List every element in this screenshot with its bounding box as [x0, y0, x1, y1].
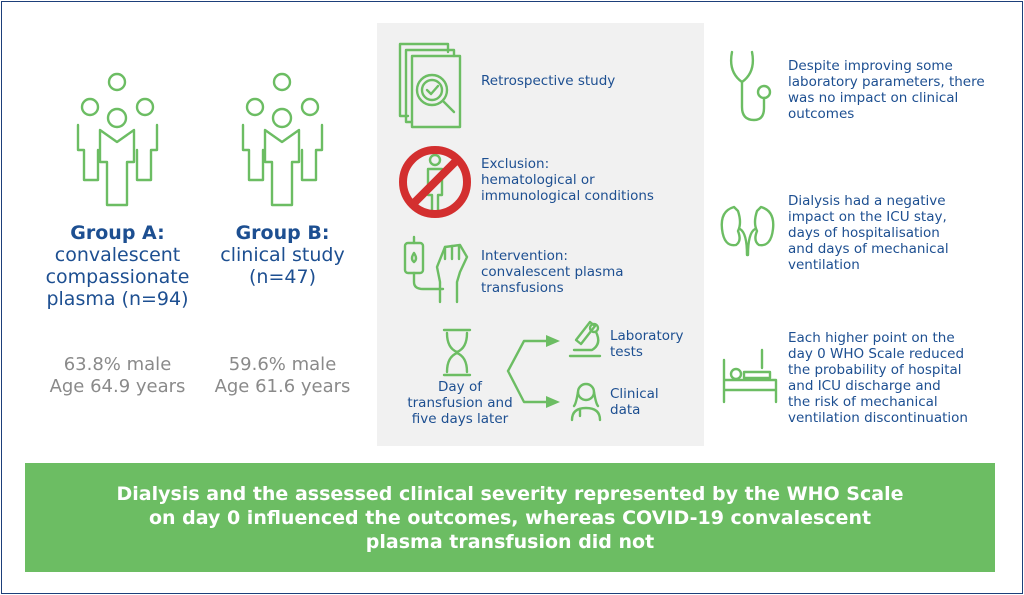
clinical-line: Clinical	[610, 386, 659, 402]
group-b-stats: 59.6% male Age 61.6 years	[200, 354, 365, 398]
finding-3-text: Each higher point on the day 0 WHO Scale…	[788, 330, 968, 426]
finding-line: Each higher point on the	[788, 330, 955, 346]
lab-line: Laboratory	[610, 328, 684, 344]
finding-line: the probability of hospital	[788, 362, 962, 378]
clinical-line: data	[610, 402, 641, 418]
timing-text: Day of transfusion and five days later	[400, 379, 520, 427]
doctor-icon	[570, 382, 602, 422]
finding-line: and days of mechanical	[788, 241, 949, 257]
finding-line: ventilation discontinuation	[788, 410, 968, 426]
intervention-line: transfusions	[481, 280, 564, 296]
stethoscope-icon	[729, 50, 772, 122]
group-a-label: Group A: convalescent compassionate plas…	[30, 222, 205, 310]
timing-line: transfusion and	[407, 395, 513, 411]
group-b-desc-line: clinical study	[220, 244, 345, 266]
group-a-desc-line: convalescent	[54, 244, 181, 266]
finding-line: day 0 WHO Scale reduced	[788, 346, 965, 362]
finding-line: ventilation	[788, 257, 860, 273]
exclusion-text: Exclusion: hematological or immunologica…	[481, 156, 654, 204]
finding-1-text: Despite improving some laboratory parame…	[788, 58, 985, 122]
exclusion-line: immunological conditions	[481, 188, 654, 204]
group-b-desc-line: (n=47)	[249, 266, 316, 288]
group-a-male: 63.8% male	[63, 354, 172, 375]
group-b-label: Group B: clinical study (n=47)	[200, 222, 365, 288]
conclusion-line: on day 0 influenced the outcomes, wherea…	[148, 506, 872, 529]
finding-line: impact on the ICU stay,	[788, 209, 947, 225]
group-b-male: 59.6% male	[228, 354, 337, 375]
finding-line: Despite improving some	[788, 58, 953, 74]
group-a-title: Group A:	[70, 222, 165, 244]
conclusion-line: Dialysis and the assessed clinical sever…	[116, 482, 904, 505]
timing-line: Day of	[438, 379, 482, 395]
finding-2-text: Dialysis had a negative impact on the IC…	[788, 193, 949, 273]
retrospective-text: Retrospective study	[481, 73, 616, 89]
exclusion-line: hematological or	[481, 172, 595, 188]
documents-magnifier-icon	[398, 42, 462, 129]
timing-line: five days later	[411, 411, 509, 427]
plasma-transfusion-icon	[403, 235, 469, 304]
intervention-text: Intervention: convalescent plasma transf…	[481, 248, 624, 296]
group-b-title: Group B:	[235, 222, 330, 244]
conclusion-banner: Dialysis and the assessed clinical sever…	[25, 463, 995, 572]
finding-line: and ICU discharge and	[788, 378, 941, 394]
people-group-b-icon	[241, 72, 324, 207]
exclusion-prohibited-icon	[399, 146, 471, 218]
finding-line: was no impact on clinical	[788, 90, 959, 106]
kidneys-icon	[720, 205, 775, 257]
group-a-age: Age 64.9 years	[49, 376, 186, 397]
finding-line: days of hospitalisation	[788, 225, 940, 241]
finding-line: the risk of mechanical	[788, 394, 938, 410]
clinical-data-text: Clinical data	[610, 386, 659, 418]
lab-tests-text: Laboratory tests	[610, 328, 684, 360]
exclusion-line: Exclusion:	[481, 156, 550, 172]
hospital-bed-icon	[722, 348, 778, 404]
finding-line: outcomes	[788, 106, 855, 122]
intervention-line: convalescent plasma	[481, 264, 624, 280]
intervention-line: Intervention:	[481, 248, 568, 264]
hourglass-icon	[442, 328, 472, 377]
group-b-age: Age 61.6 years	[214, 376, 351, 397]
finding-line: laboratory parameters, there	[788, 74, 985, 90]
conclusion-line: plasma transfusion did not	[365, 530, 655, 553]
lab-line: tests	[610, 344, 643, 360]
finding-line: Dialysis had a negative	[788, 193, 946, 209]
microscope-icon	[568, 320, 602, 358]
group-a-desc-line: compassionate	[45, 266, 190, 288]
group-a-stats: 63.8% male Age 64.9 years	[30, 354, 205, 398]
branch-arrows-icon	[506, 335, 560, 408]
group-a-desc-line: plasma (n=94)	[46, 288, 189, 310]
people-group-a-icon	[76, 72, 159, 207]
